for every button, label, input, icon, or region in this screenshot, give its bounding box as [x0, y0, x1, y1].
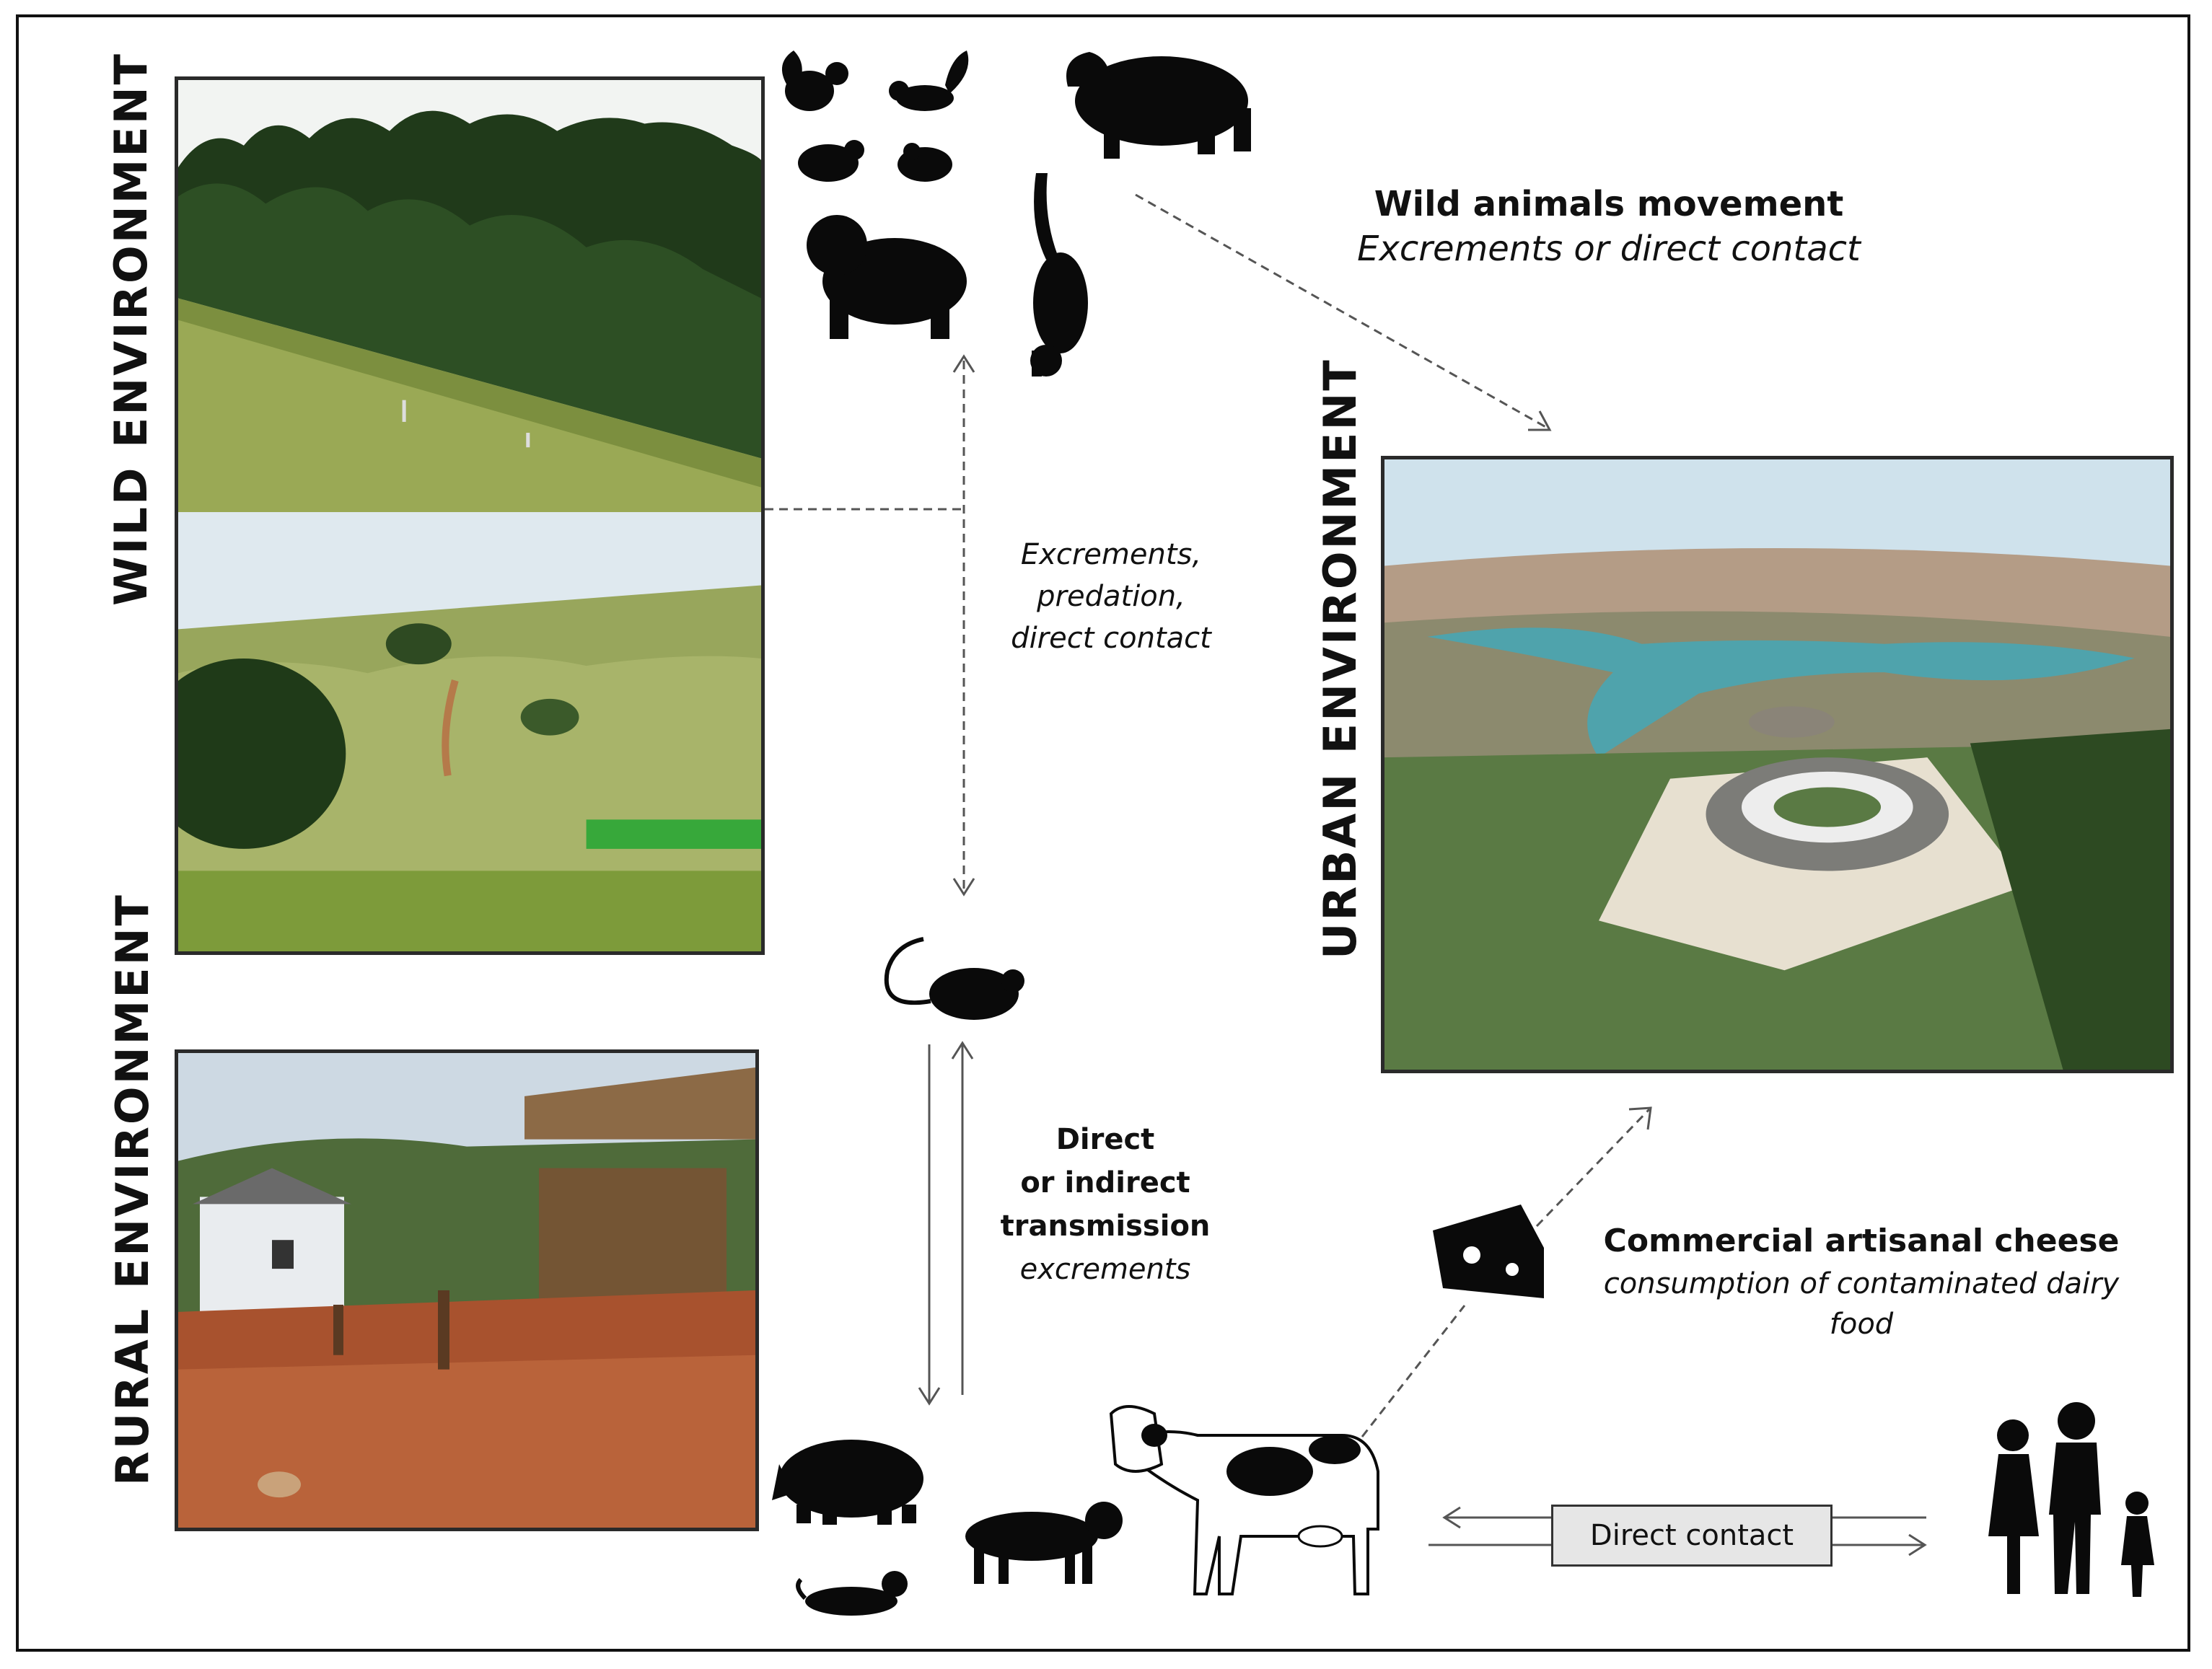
route-text-line: Excrements,: [1020, 538, 1202, 571]
pig-icon: [772, 1440, 923, 1525]
dog-icon: [965, 1502, 1123, 1584]
cheese-subtitle-line: consumption of contaminated dairy: [1603, 1267, 2120, 1300]
cheese-to-city-arrow: [1535, 1108, 1651, 1228]
guinea-pig-icon: [897, 143, 952, 182]
route-text-line: Direct: [1055, 1123, 1155, 1156]
direct-contact-label: Direct contact: [1589, 1519, 1794, 1552]
cheese-title: Commercial artisanal cheese: [1603, 1223, 2120, 1259]
wild-rodent-route-label: Excrements, predation, direct contact: [967, 534, 1255, 659]
route-text-line: predation,: [1037, 580, 1185, 613]
rodent-domestic-route-label: Direct or indirect transmission excremen…: [975, 1118, 1235, 1291]
wild-movement-title: Wild animals movement: [1374, 184, 1844, 224]
city-aerial-photo: [1381, 456, 2174, 1073]
cow-icon: [1109, 1405, 1379, 1595]
grassland-photo: [175, 512, 765, 955]
cheese-subtitle-line: food: [1829, 1307, 1894, 1341]
route-text-line: direct contact: [1011, 622, 1211, 655]
direct-contact-box: Direct contact: [1551, 1505, 1833, 1567]
wild-to-city-arrow: [1135, 193, 1549, 430]
cheese-icon: [1433, 1205, 1544, 1298]
squirrel-icon: [781, 50, 848, 111]
farmyard-photo: [175, 1049, 759, 1531]
guinea-pig-icon: [798, 140, 864, 182]
cat-icon: [796, 1571, 908, 1616]
mouse-icon: [884, 937, 1024, 1020]
squirrel-icon: [889, 50, 969, 111]
forest-photo: [175, 76, 765, 516]
figure-frame: [16, 14, 2190, 1652]
capybara-icon: [1066, 52, 1251, 159]
family-icon: [1988, 1402, 2154, 1597]
wild-movement-label: Wild animals movement Excrements or dire…: [1284, 182, 1934, 272]
wild-movement-subtitle: Excrements or direct contact: [1357, 229, 1861, 270]
route-text-line: transmission: [1000, 1210, 1211, 1243]
route-text-line: excrements: [1019, 1253, 1191, 1286]
lemur-icon: [1030, 173, 1088, 376]
route-text-line: or indirect: [1020, 1166, 1190, 1199]
monkey-icon: [807, 215, 967, 339]
cheese-route-label: Commercial artisanal cheese consumption …: [1573, 1219, 2150, 1344]
